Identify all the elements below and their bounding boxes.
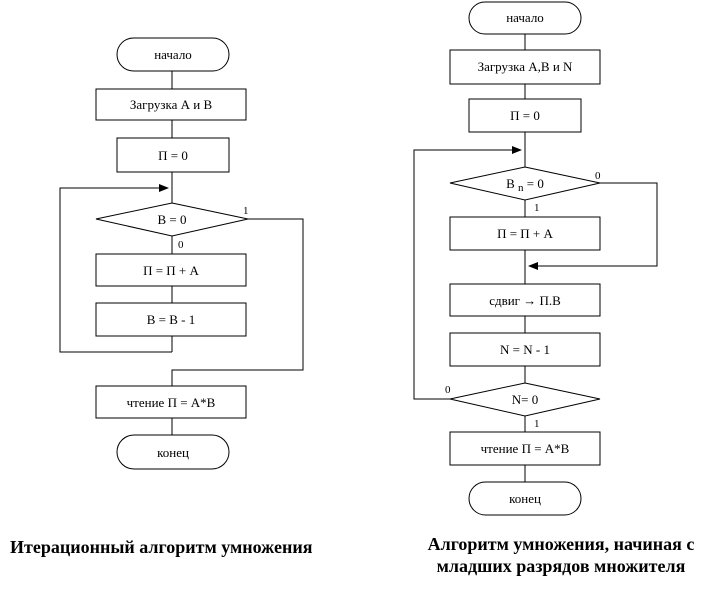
right-add-process: П = П + А [449, 216, 601, 251]
right-shift-label: сдвиг → П.В [489, 293, 561, 308]
left-flowchart: начало Загрузка А и В П = 0 В = 0 1 0 П … [10, 37, 313, 557]
right-bit-condition-label: В n = 0 [506, 176, 544, 194]
left-decrement-process: В = В - 1 [95, 302, 247, 337]
right-counter-condition-label: N= 0 [512, 392, 538, 407]
left-start-terminal: начало [116, 37, 230, 72]
right-decrement-label: N = N - 1 [500, 342, 550, 357]
right-end-label: конец [509, 491, 541, 506]
left-decrement-label: В = В - 1 [147, 312, 196, 327]
right-bit-condition-yes-label: 1 [534, 202, 540, 214]
left-add-label: П = П + А [143, 263, 199, 278]
right-decrement-process: N = N - 1 [449, 332, 601, 367]
right-caption-line2: младших разрядов множителя [437, 556, 686, 576]
left-condition-yes-label: 1 [243, 205, 249, 217]
left-load-label: Загрузка А и В [130, 97, 213, 112]
left-condition-label: В = 0 [157, 212, 186, 227]
right-start-label: начало [506, 10, 544, 25]
right-bit-condition-var: В [506, 176, 515, 191]
left-add-process: П = П + А [95, 253, 247, 287]
left-condition-decision: В = 0 1 0 [95, 202, 249, 251]
right-read-label: чтение П = А*В [481, 441, 570, 456]
right-bit-condition-no-label: 0 [595, 170, 601, 182]
right-bit-condition-rest: = 0 [527, 176, 544, 191]
right-add-label: П = П + А [497, 226, 553, 241]
right-caption-line1: Алгоритм умножения, начиная с [428, 534, 695, 554]
left-load-process: Загрузка А и В [95, 88, 247, 121]
right-init-label: П = 0 [510, 108, 540, 123]
right-load-label: Загрузка А,В и N [478, 59, 573, 74]
right-start-terminal: начало [468, 1, 582, 35]
left-condition-no-label: 0 [178, 239, 184, 251]
left-read-process: чтение П = А*В [95, 385, 247, 419]
left-init-label: П = 0 [158, 148, 188, 163]
left-end-terminal: конец [116, 434, 230, 470]
right-counter-condition-yes-label: 1 [534, 418, 540, 430]
right-counter-condition-decision: N= 0 0 1 [445, 382, 601, 430]
left-init-process: П = 0 [116, 137, 230, 173]
right-bit-condition-index: n [518, 182, 524, 194]
right-bit-condition-decision: В n = 0 0 1 [449, 166, 601, 214]
right-end-terminal: конец [468, 481, 582, 516]
left-start-label: начало [154, 47, 192, 62]
left-read-label: чтение П = А*В [127, 395, 216, 410]
left-connectors [59, 71, 304, 435]
right-flowchart: начало Загрузка А,В и N П = 0 В n = 0 0 … [413, 1, 695, 576]
right-init-process: П = 0 [468, 98, 582, 133]
right-load-process: Загрузка А,В и N [449, 49, 601, 85]
right-shift-process: сдвиг → П.В [449, 283, 601, 317]
left-caption: Итерационный алгоритм умножения [10, 537, 313, 557]
right-counter-condition-no-label: 0 [445, 384, 451, 396]
right-read-process: чтение П = А*В [449, 431, 601, 466]
left-end-label: конец [157, 445, 189, 460]
right-connectors [413, 34, 658, 482]
